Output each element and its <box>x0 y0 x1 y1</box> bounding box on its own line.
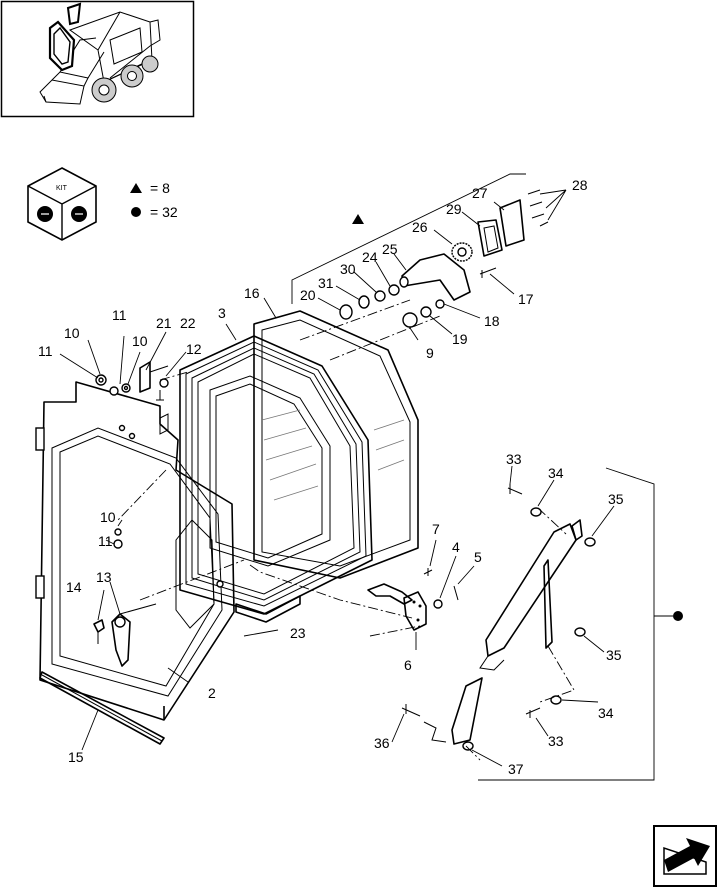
callout-12: 12 <box>186 341 202 357</box>
callout-33-top: 33 <box>506 451 522 467</box>
callout-9: 9 <box>426 345 434 361</box>
callout-23: 23 <box>290 625 306 641</box>
callout-numbers: 2 3 4 5 6 7 9 10 10 10 11 11 11 12 13 14… <box>38 177 624 777</box>
door-frame <box>35 381 235 721</box>
callout-18: 18 <box>484 313 500 329</box>
hinge-hardware <box>339 189 549 328</box>
kit-cube-icon: KIT <box>27 167 97 241</box>
triangle-kit-bracket <box>291 173 526 304</box>
callout-3: 3 <box>218 305 226 321</box>
callout-24: 24 <box>362 249 378 265</box>
callout-5: 5 <box>474 549 482 565</box>
callout-17: 17 <box>518 291 534 307</box>
callout-14: 14 <box>66 579 82 595</box>
callout-36: 36 <box>374 735 390 751</box>
callout-6: 6 <box>404 657 412 673</box>
triangle-count: = 8 <box>150 180 170 196</box>
callout-37: 37 <box>508 761 524 777</box>
next-page-arrow-icon[interactable] <box>653 825 717 887</box>
callout-33-bottom: 33 <box>548 733 564 749</box>
callout-4: 4 <box>452 539 460 555</box>
callout-20: 20 <box>300 287 316 303</box>
door-handle <box>93 603 157 667</box>
callout-13: 13 <box>96 569 112 585</box>
callout-27: 27 <box>472 185 488 201</box>
callout-30: 30 <box>340 261 356 277</box>
callout-34-top: 34 <box>548 465 564 481</box>
leader-lines <box>59 189 615 767</box>
callout-22: 22 <box>180 315 196 331</box>
callout-10-mid: 10 <box>100 509 116 525</box>
seal-strip <box>39 671 165 745</box>
door-hardware <box>95 361 169 549</box>
callout-19: 19 <box>452 331 468 347</box>
triangle-marker-icon <box>130 183 142 193</box>
callout-21: 21 <box>156 315 172 331</box>
kit-legend: KIT = 8 = 32 <box>27 167 178 241</box>
callout-7: 7 <box>432 521 440 537</box>
dot-marker-icon <box>131 207 141 217</box>
assembly-lines <box>117 299 575 761</box>
callout-31: 31 <box>318 275 334 291</box>
gas-strut-assembly <box>401 467 683 781</box>
callout-11-top: 11 <box>112 307 127 323</box>
callout-34-bottom: 34 <box>598 705 614 721</box>
callout-26: 26 <box>412 219 428 235</box>
callout-15: 15 <box>68 749 84 765</box>
callout-2: 2 <box>208 685 216 701</box>
callout-10-top-left: 10 <box>64 325 80 341</box>
callout-11-left: 11 <box>38 343 53 359</box>
latch-assembly <box>367 568 459 631</box>
kit-label: KIT <box>56 185 68 192</box>
callout-25: 25 <box>382 241 398 257</box>
skid-steer-loader-thumbnail[interactable] <box>0 0 195 118</box>
dot-count: = 32 <box>150 204 178 220</box>
callout-29: 29 <box>446 201 462 217</box>
callout-10-top-right: 10 <box>132 333 148 349</box>
glass-panes <box>179 310 419 623</box>
callout-11-mid: 11 <box>98 533 113 549</box>
callout-28: 28 <box>572 177 588 193</box>
callout-35-bottom: 35 <box>606 647 622 663</box>
callout-16: 16 <box>244 285 260 301</box>
callout-35-top: 35 <box>608 491 624 507</box>
